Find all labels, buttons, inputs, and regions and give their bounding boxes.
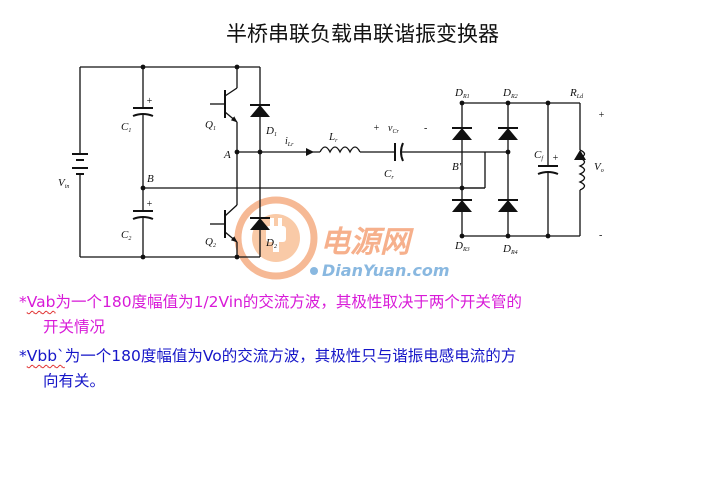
label-dr3: DR3	[454, 240, 470, 253]
note-vab: *Vab为一个180度幅值为1/2Vin的交流方波，其极性取决于两个开关管的 开…	[19, 290, 699, 340]
dianyuan-watermark: 电源网 DianYuan.com	[234, 196, 450, 280]
junction-a-diode	[257, 149, 263, 155]
label-q1: Q1	[205, 119, 216, 132]
label-vo: Vo	[594, 161, 604, 174]
label-d2: D2	[265, 237, 277, 250]
dr2-triangle	[498, 128, 518, 140]
note-vbb-term: Vbb`	[26, 347, 65, 365]
q1-emitter-diag	[224, 111, 238, 123]
junction-top-q	[234, 64, 240, 70]
cr-plate-right	[400, 142, 404, 162]
note-vab-bullet: *	[19, 293, 27, 311]
label-cr: Cr	[384, 168, 394, 181]
junction-bridge-top	[459, 100, 465, 106]
label-dr1: DR1	[454, 87, 470, 100]
label-rld: RLd	[569, 87, 584, 100]
watermark-cn: 电源网	[320, 225, 414, 260]
label-vcr: vCr	[388, 123, 399, 135]
ilr-arrow	[306, 148, 314, 156]
label-vcr-minus: -	[424, 123, 427, 134]
label-cf: Cf	[534, 149, 544, 162]
label-vin: Vin	[58, 177, 69, 190]
note-vab-line2: 开关情况	[43, 318, 106, 336]
label-node-b: B	[147, 173, 154, 185]
label-cf-plus: +	[552, 153, 559, 164]
note-vab-term: Vab	[26, 293, 56, 311]
note-vbb: *Vbb`为一个180度幅值为Vo的交流方波，其极性只与谐振电感电流的方 向有关…	[19, 344, 699, 394]
c2-plate-bottom	[132, 216, 154, 220]
junction-cf-bot	[545, 233, 551, 239]
junction-top-c	[140, 64, 146, 70]
junction-cf-top	[545, 100, 551, 106]
junction-bridge-bot	[459, 233, 465, 239]
junction-bridge-top2	[505, 100, 511, 106]
label-vcr-plus: +	[373, 123, 380, 134]
note-vbb-line1: 为一个180度幅值为Vo的交流方波，其极性只与谐振电感电流的方	[64, 347, 517, 365]
plug-icon	[266, 218, 286, 252]
junction-bot-q	[234, 254, 240, 260]
label-ilr: iLr	[285, 136, 294, 148]
label-node-a: A	[223, 149, 231, 161]
d1-triangle	[250, 105, 270, 117]
label-c2-plus: +	[146, 199, 153, 210]
label-q2: Q2	[205, 236, 216, 249]
label-dr2: DR2	[502, 87, 518, 100]
junction-bp	[459, 185, 465, 191]
label-c1: C1	[121, 121, 131, 134]
cf-plate-bottom	[537, 171, 559, 175]
junction-b	[140, 185, 146, 191]
label-out-minus: -	[599, 230, 602, 241]
note-vbb-line2: 向有关。	[43, 372, 106, 390]
label-c1-plus: +	[146, 96, 153, 107]
d2-triangle	[250, 218, 270, 230]
inductor-lr	[319, 146, 361, 154]
page-title: 半桥串联负载串联谐振变换器	[226, 22, 499, 46]
q1-collector-diag	[224, 87, 238, 97]
label-lr: Lr	[328, 131, 338, 144]
watermark-ring	[234, 196, 318, 280]
load-current-arrow	[574, 150, 586, 160]
label-c2: C2	[121, 229, 131, 242]
junction-bridge-mid	[505, 149, 511, 155]
label-dr4: DR4	[502, 243, 518, 256]
q2-emitter-diag	[224, 231, 238, 243]
junction-a	[234, 149, 240, 155]
label-out-plus: +	[598, 110, 605, 121]
watermark-dot	[310, 267, 318, 275]
label-d1: D1	[265, 125, 277, 138]
c1-plate-bottom	[132, 113, 154, 117]
q2-collector-diag	[224, 204, 238, 217]
note-vbb-bullet: *	[19, 347, 27, 365]
dr1-triangle	[452, 128, 472, 140]
watermark-en: DianYuan.com	[322, 261, 450, 280]
dr3-triangle	[452, 200, 472, 212]
dr4-triangle	[498, 200, 518, 212]
label-node-bp: B'	[452, 161, 462, 173]
junction-bridge-bot2	[505, 233, 511, 239]
junction-bot-c	[140, 254, 146, 260]
note-vab-line1: 为一个180度幅值为1/2Vin的交流方波，其极性取决于两个开关管的	[55, 293, 522, 311]
